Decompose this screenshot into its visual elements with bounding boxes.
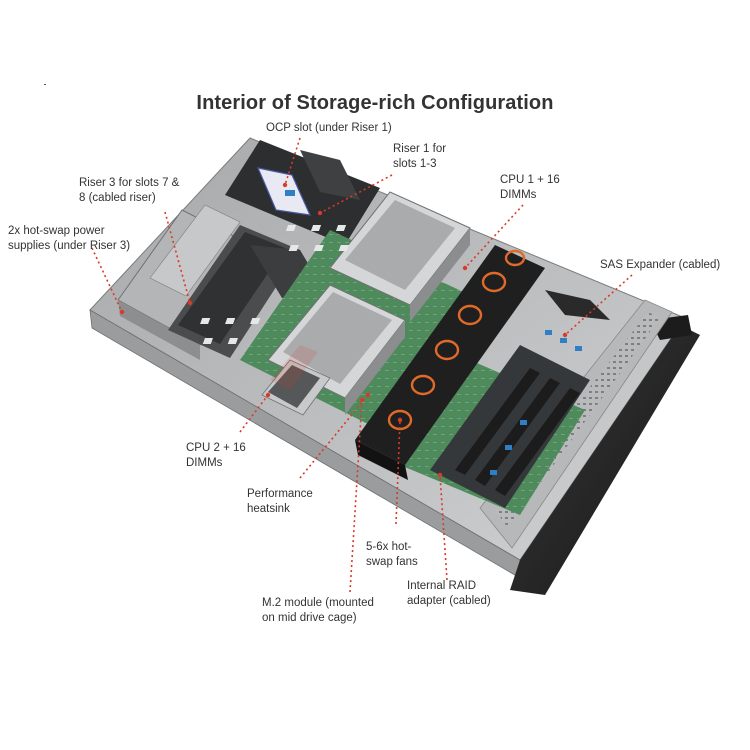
riser-1: [225, 140, 380, 245]
callout-heatsink: Performance heatsink: [247, 488, 313, 515]
leader-endpoints: [119, 182, 568, 478]
cpu-dimm-area: [430, 290, 610, 508]
leader-riser-3: [164, 211, 191, 304]
callout-m2: M.2 module (mounted on mid drive cage): [262, 597, 374, 624]
page-title: Interior of Storage-rich Configuration: [196, 92, 554, 114]
leader-riser-1: [319, 174, 393, 214]
leader-power-supplies: [91, 247, 123, 313]
fan-hubs: [387, 249, 526, 431]
callout-cpu-2: CPU 2 + 16 DIMMs: [186, 442, 246, 469]
cpu-2-heatsink: [261, 345, 331, 416]
front-bezel: [510, 318, 700, 595]
leader-cpu-1: [464, 204, 524, 269]
callout-cpu-1: CPU 1 + 16 DIMMs: [500, 174, 560, 201]
callout-riser-3: Riser 3 for slots 7 & 8 (cabled riser): [79, 177, 180, 204]
leader-lines: [91, 137, 633, 593]
callout-sas-expander: SAS Expander (cabled): [600, 259, 721, 271]
callout-fans: 5-6x hot- swap fans: [366, 541, 418, 568]
callout-ocp-slot: OCP slot (under Riser 1): [266, 122, 392, 134]
fan-wall: [355, 245, 545, 480]
stray-mark: [44, 84, 46, 85]
mid-drive-cage-upper: [285, 191, 471, 322]
callout-power-supplies: 2x hot-swap power supplies (under Riser …: [8, 225, 131, 252]
leader-ocp-slot: [284, 137, 301, 186]
callout-riser-1: Riser 1 for slots 1-3: [393, 143, 447, 170]
leader-m2: [349, 399, 363, 593]
callout-raid: Internal RAID adapter (cabled): [407, 580, 491, 607]
leader-fans: [395, 419, 401, 525]
